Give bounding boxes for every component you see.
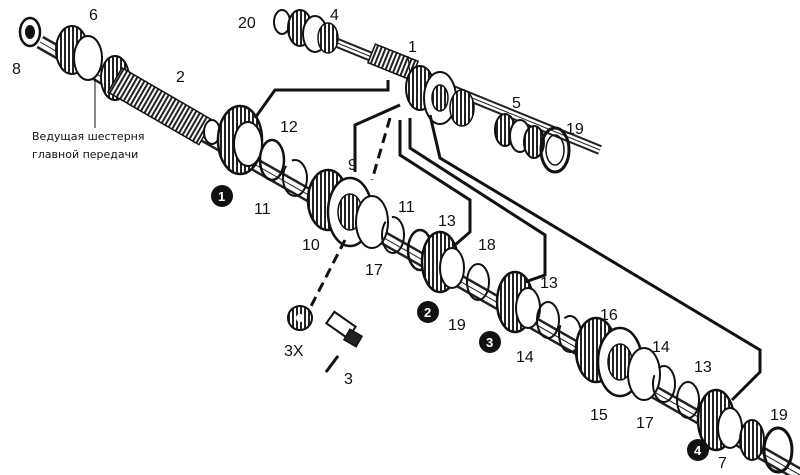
ring-19-end — [762, 426, 794, 474]
callout-14-left: 14 — [516, 349, 534, 366]
callout-10: 10 — [302, 237, 320, 254]
circlip-11-right — [381, 216, 405, 254]
callout-13-c: 13 — [694, 359, 712, 376]
callout-12: 12 — [280, 119, 298, 136]
callout-3x: 3X — [284, 343, 304, 360]
gear-badge-2 — [417, 301, 439, 323]
gear-badge-2-text: 2 — [424, 305, 431, 320]
ring-13-c — [676, 381, 700, 419]
gear-badge-4 — [687, 439, 709, 461]
callout-1: 1 — [408, 39, 417, 56]
callout-17-left: 17 — [365, 262, 383, 279]
callout-13-a: 13 — [438, 213, 456, 230]
callout-19-mid: 19 — [448, 317, 466, 334]
bearing-5 — [494, 113, 545, 159]
callout-15: 15 — [590, 407, 608, 424]
bearing-7 — [739, 419, 765, 461]
gear-4-fourth-speed — [696, 388, 743, 452]
callout-11-right: 11 — [398, 199, 415, 216]
callout-4-0: 2 — [176, 69, 185, 86]
ring-13-b — [536, 301, 560, 339]
pinion-gear-2 — [100, 55, 221, 146]
synchronizer-15-16 — [574, 316, 661, 401]
bearing-6 — [55, 25, 103, 81]
callout-17-right: 17 — [636, 415, 654, 432]
gear-badge-4-text: 4 — [694, 443, 702, 458]
ring-19-upper — [539, 126, 571, 174]
callout-20: 20 — [238, 15, 256, 32]
power-flow-lines — [253, 80, 762, 402]
callout-18: 18 — [478, 237, 496, 254]
circlip-14-right — [652, 365, 676, 403]
callout-8: 8 — [12, 61, 21, 78]
callout-4: 4 — [330, 7, 339, 24]
caption-line-2: главной передачи — [32, 148, 138, 161]
circlip-11-left — [282, 159, 308, 197]
callout-19-upper: 19 — [566, 121, 584, 138]
gear-1-first-speed — [216, 104, 264, 176]
gear-2-second-speed — [420, 230, 465, 294]
callout-5: 5 — [512, 95, 521, 112]
callout-14-right: 14 — [652, 339, 670, 356]
input-shaft-bearing-4 — [273, 9, 339, 54]
gear-badge-3-text: 3 — [486, 335, 493, 350]
gear-badges: 1 2 3 4 — [211, 185, 709, 461]
gear-badge-1-text: 1 — [218, 189, 225, 204]
gear-badge-1 — [211, 185, 233, 207]
caption-drive-pinion: Ведущая шестерня главной передачи — [32, 76, 145, 161]
callout-labels: 1 2 6 8 4 20 5 19 12 11 9 10 11 17 13 18… — [12, 7, 788, 472]
callout-7: 7 — [718, 455, 727, 472]
ring-12 — [258, 138, 286, 182]
callout-19-end: 19 — [770, 407, 788, 424]
gear-badge-3 — [479, 331, 501, 353]
callout-6: 6 — [89, 7, 98, 24]
synchronizer-9-10 — [306, 168, 389, 249]
ring-18 — [466, 263, 490, 301]
callout-3-screw: 3 — [344, 371, 353, 388]
shift-fork-dashed-lines — [303, 117, 392, 319]
callout-16: 16 — [600, 307, 618, 324]
gear-3-third-speed — [495, 270, 541, 334]
callout-11-left: 11 — [254, 201, 271, 218]
caption-line-1: Ведущая шестерня — [32, 130, 145, 143]
end-plug-8 — [18, 16, 42, 48]
input-gear-1 — [405, 65, 475, 127]
callout-13-b: 13 — [540, 275, 558, 292]
shift-fork-3x — [287, 305, 364, 373]
callout-9: 9 — [348, 157, 357, 174]
